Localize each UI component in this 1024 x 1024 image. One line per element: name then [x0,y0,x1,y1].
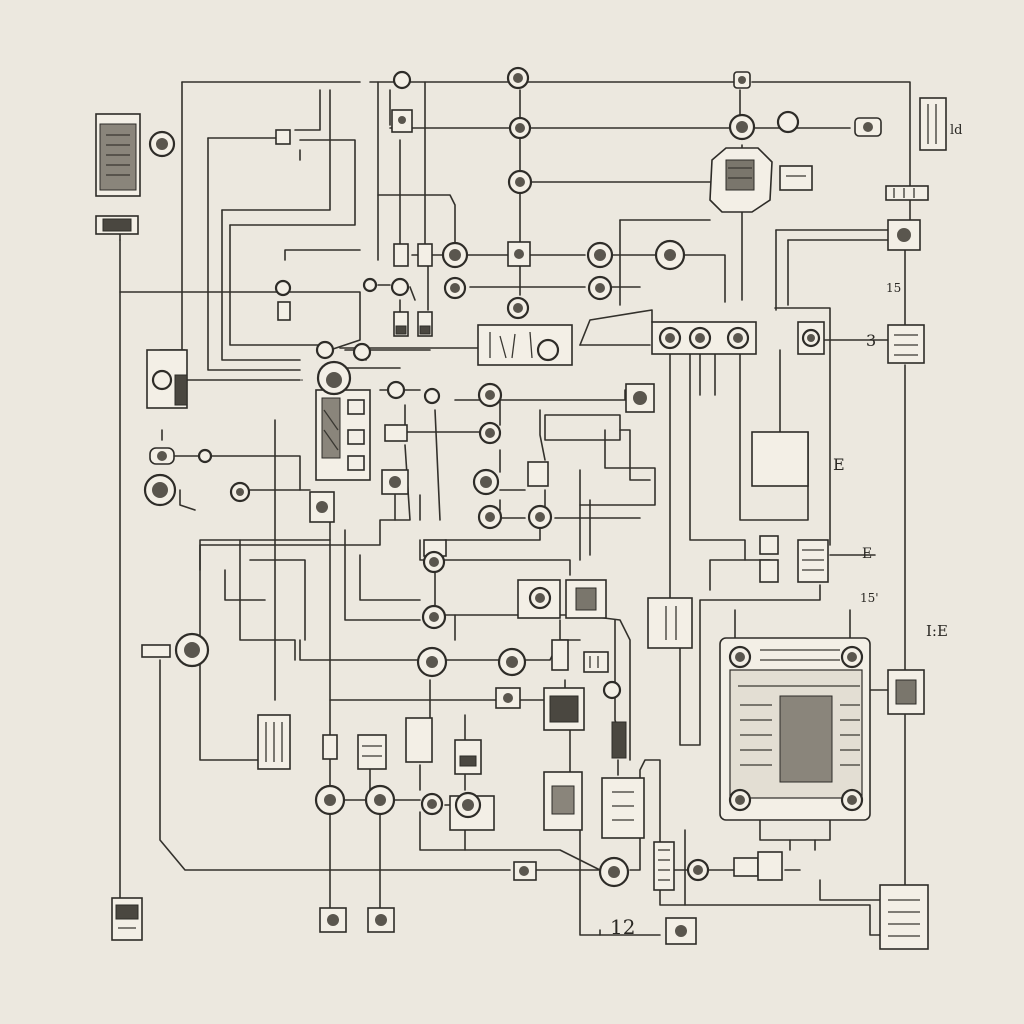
label-ld: ld [950,123,962,138]
coil-left [143,473,251,507]
terminal-top-right [728,110,882,141]
terminal-center-col [416,539,527,709]
resistor-bottom [653,841,783,945]
switch-small-top [275,71,751,145]
module-right-rect [751,431,829,583]
relay-right-1 [887,219,921,251]
connector-bottomleft [111,897,143,941]
relay-right-2 [887,324,925,364]
main-controller [719,637,871,821]
terminal-row-mid [274,239,686,321]
terminal-block-right [651,321,825,355]
label-15: 15 [886,281,901,295]
fuse-column-lower [257,714,482,775]
distributor-top [709,147,813,213]
label-12: 12 [610,915,635,939]
label-e-mid: E [862,546,872,562]
terminal-topleft [148,130,176,158]
components [95,66,947,950]
connector-bottom-pair [319,907,395,933]
sheet-labels: 12 3 E I:E 15 ld 15' E [610,123,962,939]
vertical-module-left [315,340,372,481]
indicator-top-1 [391,70,413,133]
switch-cluster-center [543,639,627,759]
controller-block-mid [477,324,573,366]
label-e-right: E [833,455,845,474]
fuse-strip-topright [885,185,929,201]
label-ie: I:E [926,622,948,640]
gauge-top-right [919,97,947,151]
wire-network [119,81,911,936]
terminal-row-lower [314,784,710,888]
device-pair-lower-center [543,771,645,839]
relay-left-block [146,349,188,409]
relay-right-3 [887,669,925,715]
coil-left-2 [141,632,210,668]
terminal-strip-bottomright [879,884,929,950]
switch-left-1 [95,215,139,235]
label-15-prime: 15' [860,591,879,605]
terminal-left-2 [149,447,213,465]
terminal-top-2 [506,66,533,320]
terminal-mid-col-2 [472,382,655,530]
relay-pair-center [517,579,693,649]
meter-panel-topleft [95,113,141,197]
terminal-mid-col-1 [309,380,441,523]
label-3: 3 [866,331,876,350]
fuse-pair [393,243,433,337]
